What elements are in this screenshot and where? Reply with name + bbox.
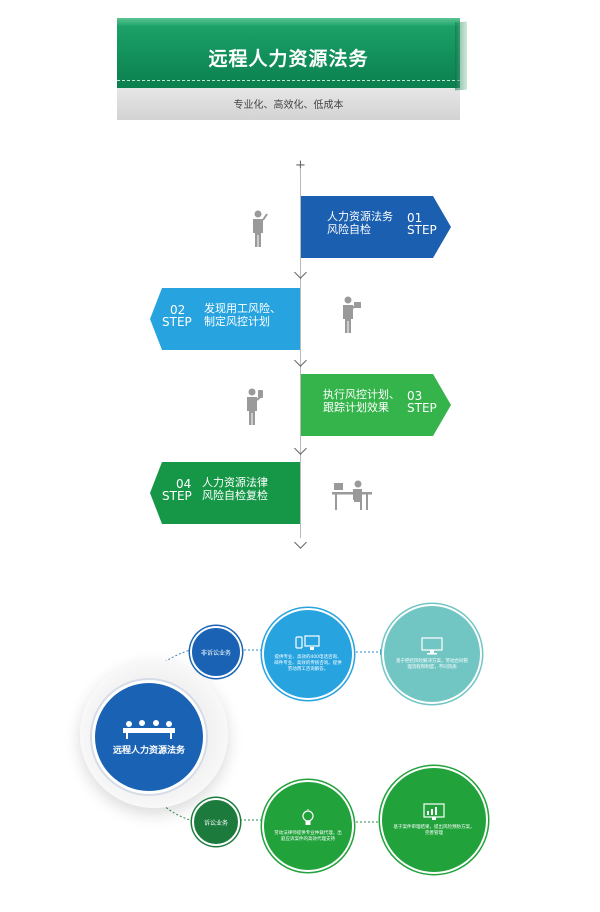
center-hub: 远程人力资源法务 xyxy=(92,680,206,794)
timeline-arrow-icon xyxy=(294,536,307,549)
banner-dashed-divider xyxy=(117,80,460,81)
litigation-detail-2: 基于案件审理结果，提出风险预防方案，完善管理 xyxy=(380,766,488,874)
page-title: 远程人力资源法务 xyxy=(208,48,369,70)
person-icon xyxy=(343,296,361,333)
phone-computer-icon xyxy=(295,635,320,650)
non-litigation-node: 非诉讼业务 xyxy=(190,626,242,678)
service-diagram: 远程人力资源法务 非诉讼业务 提供专业、高效的400电话咨询、邮件专业、高效的传… xyxy=(0,590,600,912)
step-text-line1: 执行风控计划、 xyxy=(323,388,400,401)
header-banner: 远程人力资源法务 专业化、高效化、低成本 xyxy=(117,18,460,120)
step-number: 01 xyxy=(407,211,423,225)
step-word: STEP xyxy=(162,315,192,329)
step-02: 02 STEP 发现用工风险、 制定风控计划 xyxy=(150,288,300,350)
center-hub-label: 远程人力资源法务 xyxy=(112,745,185,756)
non-litigation-label: 非诉讼业务 xyxy=(200,649,231,657)
step-text-line2: 风险自检 xyxy=(327,223,371,236)
report-screen-icon xyxy=(423,803,445,820)
step-text-line2: 风险自检复检 xyxy=(202,489,268,502)
litigation-detail-1: 劳动法律师提供专业仲裁代理，出庭应诉案件的高效代理支持 xyxy=(262,780,354,872)
step-04: 04 STEP 人力资源法律 风险自检复检 xyxy=(150,462,300,524)
step-text-line1: 人力资源法务 xyxy=(327,210,393,223)
litigation-detail-2-text: 基于案件审理结果，提出风险预防方案，完善管理 xyxy=(393,825,475,836)
step-01: 人力资源法务 风险自检 01 STEP xyxy=(301,196,451,258)
page-subtitle: 专业化、高效化、低成本 xyxy=(233,100,344,111)
banner-green-band xyxy=(117,18,460,88)
timeline-line xyxy=(300,168,301,538)
person-icon xyxy=(253,210,268,247)
step-number: 02 xyxy=(170,303,186,317)
non-litigation-detail-1: 提供专业、高效的400电话咨询、邮件专业、高效的传统咨询。提供劳动用工咨询解答。 xyxy=(262,608,354,700)
step-number: 04 xyxy=(176,477,192,491)
timeline-arrow-icon xyxy=(294,442,307,455)
step-word: STEP xyxy=(407,401,437,415)
monitor-icon xyxy=(421,637,443,655)
step-word: STEP xyxy=(407,223,437,237)
step-text-line2: 制定风控计划 xyxy=(204,315,270,328)
timeline-arrow-icon xyxy=(294,354,307,367)
desk-worker-icon xyxy=(332,480,372,510)
non-litigation-detail-2: 基于把控风险解决方案，劳动合同管理流程和制度，不同资质 xyxy=(382,604,482,704)
step-number: 03 xyxy=(407,389,423,403)
step-03: 执行风控计划、 跟踪计划效果 03 STEP xyxy=(301,374,451,436)
person-icon xyxy=(247,388,263,425)
step-text-line2: 跟踪计划效果 xyxy=(323,401,389,414)
banner-fold-shadow xyxy=(455,21,467,91)
litigation-label: 诉讼业务 xyxy=(203,819,228,827)
lightbulb-icon xyxy=(302,809,314,825)
meeting-icon xyxy=(123,719,175,739)
step-text-line1: 发现用工风险、 xyxy=(204,302,281,315)
step-word: STEP xyxy=(162,489,192,503)
timeline-plus-icon: + xyxy=(295,158,306,173)
non-litigation-detail-2-text: 基于把控风险解决方案，劳动合同管理流程和制度，不同资质 xyxy=(396,659,468,670)
litigation-detail-1-text: 劳动法律师提供专业仲裁代理，出庭应诉案件的高效代理支持 xyxy=(274,831,342,842)
litigation-node: 诉讼业务 xyxy=(192,798,240,846)
banner-grey-band xyxy=(117,88,460,120)
step-text-line1: 人力资源法律 xyxy=(202,476,268,489)
non-litigation-detail-1-text: 提供专业、高效的400电话咨询、邮件专业、高效的传统咨询。提供劳动用工咨询解答。 xyxy=(274,655,342,672)
timeline-arrow-icon xyxy=(294,266,307,279)
